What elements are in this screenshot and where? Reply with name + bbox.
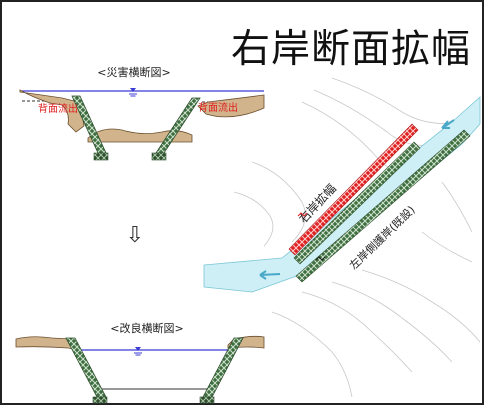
left-backflow-label: 背面流出 — [38, 102, 78, 115]
page-title: 右岸断面拡幅 — [231, 27, 472, 72]
red-zigzag-mark — [297, 212, 308, 217]
flow-arrow-icon — [441, 119, 455, 129]
improved-right-footing — [199, 396, 215, 404]
existing-right-bank-line — [293, 141, 421, 265]
improved-left-footing — [92, 396, 108, 404]
left-bank-soil — [19, 89, 85, 133]
improved-right-truss-wall — [202, 337, 244, 398]
disaster-left-footing — [93, 152, 109, 161]
right-bank-soil — [197, 94, 265, 118]
flow-arrow-icon — [259, 270, 281, 280]
improved-left-truss-wall — [65, 337, 107, 398]
right-backflow-label: 背面流出 — [198, 101, 238, 114]
disaster-cross-section: <災害横断図> 背面流出 背面流出 — [19, 65, 265, 161]
disaster-section-caption: <災害横断図> — [97, 65, 170, 79]
river-water — [203, 96, 481, 293]
right-bank-widening-line — [288, 123, 419, 256]
contour-lines — [233, 77, 481, 398]
zigzag-mark — [315, 256, 326, 261]
down-arrow-icon: ⇩ — [126, 223, 144, 248]
disaster-right-truss-wall — [155, 97, 201, 154]
improved-section-caption: <改良横断図> — [110, 321, 183, 335]
improved-left-bank-soil — [15, 336, 75, 350]
improved-cross-section: <改良横断図> — [15, 321, 265, 404]
left-bank-revetment-line — [295, 129, 471, 283]
plan-view: 右岸拡幅 左岸側護岸(既設) — [203, 77, 481, 398]
water-level-marker — [130, 88, 136, 92]
disaster-right-footing — [151, 152, 167, 161]
